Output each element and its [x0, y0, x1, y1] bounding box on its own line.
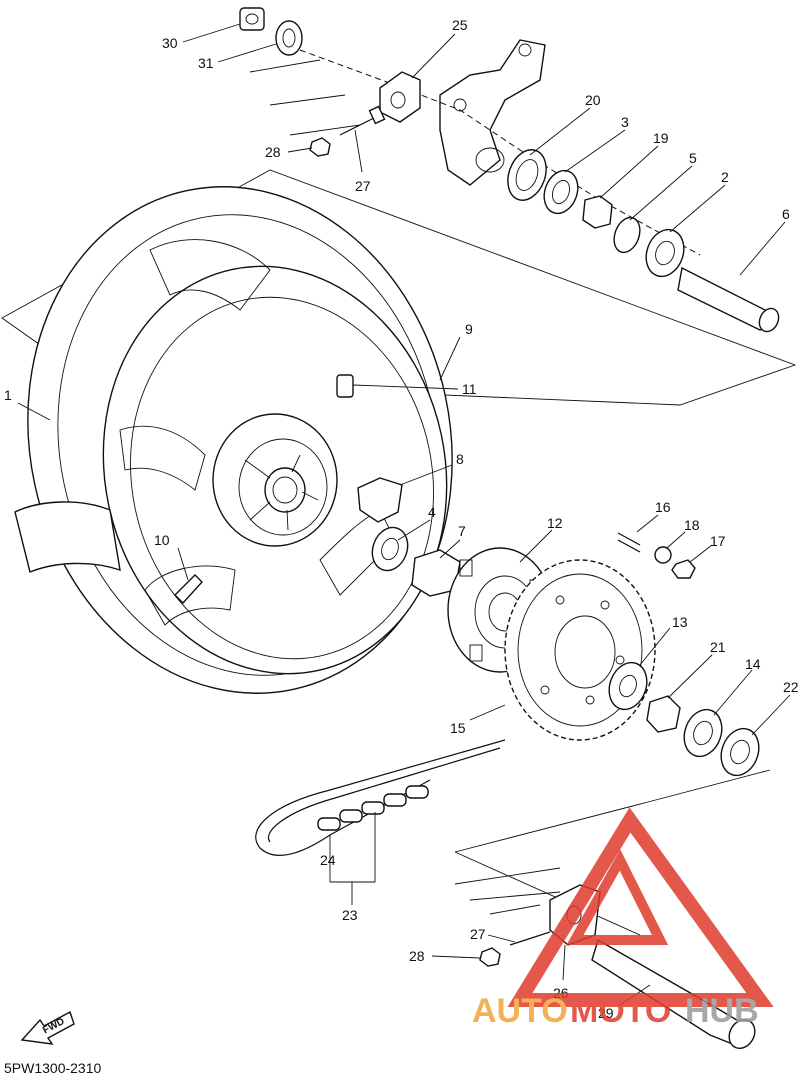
label-7: 7	[458, 523, 466, 539]
watermark-text-auto: AUTO	[472, 992, 568, 1030]
label-14: 14	[745, 656, 761, 672]
watermark-logo: AUTO MOTO HUB	[472, 807, 774, 1030]
label-11: 11	[462, 381, 477, 397]
part-17-nut	[671, 559, 696, 579]
label-23: 23	[342, 907, 358, 923]
part-16-stud	[617, 532, 641, 553]
label-28-bottom: 28	[409, 948, 425, 964]
part-27-bolt-top	[339, 105, 386, 136]
label-15: 15	[450, 720, 466, 736]
label-20: 20	[585, 92, 601, 108]
label-6: 6	[782, 206, 790, 222]
label-30: 30	[162, 35, 178, 51]
label-31: 31	[198, 55, 214, 71]
part-15-sprocket	[504, 559, 656, 741]
caliper-bracket	[439, 39, 546, 186]
label-17: 17	[710, 533, 726, 549]
part-30-nut	[239, 7, 265, 31]
leader-lines	[17, 23, 791, 1006]
label-10: 10	[154, 532, 170, 548]
watermark-triangle	[507, 807, 774, 1007]
label-28-top: 28	[265, 144, 281, 160]
part-29-rear-axle	[591, 938, 756, 1050]
part-21-collar	[646, 695, 681, 733]
label-4: 4	[428, 504, 436, 520]
part-28-nut-top	[309, 137, 331, 157]
label-18: 18	[684, 517, 700, 533]
watermark-text-hub: HUB	[685, 992, 759, 1030]
label-27-top: 27	[355, 178, 371, 194]
fwd-arrow-icon: FWD	[20, 1010, 75, 1045]
part-3-bearing	[543, 169, 579, 215]
part-8-damper	[357, 477, 403, 523]
label-3: 3	[621, 114, 629, 130]
label-21: 21	[710, 639, 726, 655]
rear-wheel	[14, 186, 453, 694]
part-19-collar	[582, 195, 613, 229]
label-24: 24	[320, 852, 336, 868]
label-22: 22	[783, 679, 799, 695]
part-13-bearing	[608, 661, 648, 711]
part-18-washer	[654, 546, 672, 564]
label-19: 19	[653, 130, 669, 146]
label-5: 5	[689, 150, 697, 166]
part-5-circlip	[613, 216, 641, 254]
label-8: 8	[456, 451, 464, 467]
label-9: 9	[465, 321, 473, 337]
part-25-chain-puller	[379, 71, 421, 123]
part-6-spacer-tube	[677, 266, 780, 333]
label-25: 25	[452, 17, 468, 33]
part-28-nut-bottom	[479, 947, 501, 967]
label-16: 16	[655, 499, 671, 515]
part-22-oil-seal	[720, 727, 760, 777]
part-number-labels: 30 31 25 28 27 20 3 19 5 2 6 9 11 1 8 16…	[4, 17, 799, 1021]
label-2: 2	[721, 169, 729, 185]
part-27-bolt-bottom	[509, 931, 551, 946]
part-2-bearing	[645, 228, 685, 278]
diagram-code: 5PW1300-2310	[4, 1060, 102, 1076]
label-27-bottom: 27	[470, 926, 486, 942]
label-1: 1	[4, 387, 12, 403]
lower-assembly-plane	[454, 769, 771, 853]
part-23-drive-chain	[255, 739, 506, 856]
watermark-text-moto: MOTO	[570, 992, 671, 1030]
part-24-chain-joint	[317, 785, 429, 831]
label-12: 12	[547, 515, 563, 531]
part-14-bearing	[683, 708, 723, 758]
part-4-bearing	[371, 526, 409, 572]
label-29: 29	[598, 1005, 614, 1021]
part-31-washer	[275, 20, 303, 56]
part-11-balance-weight	[336, 374, 354, 398]
label-13: 13	[672, 614, 688, 630]
top-axis-line	[299, 49, 701, 256]
